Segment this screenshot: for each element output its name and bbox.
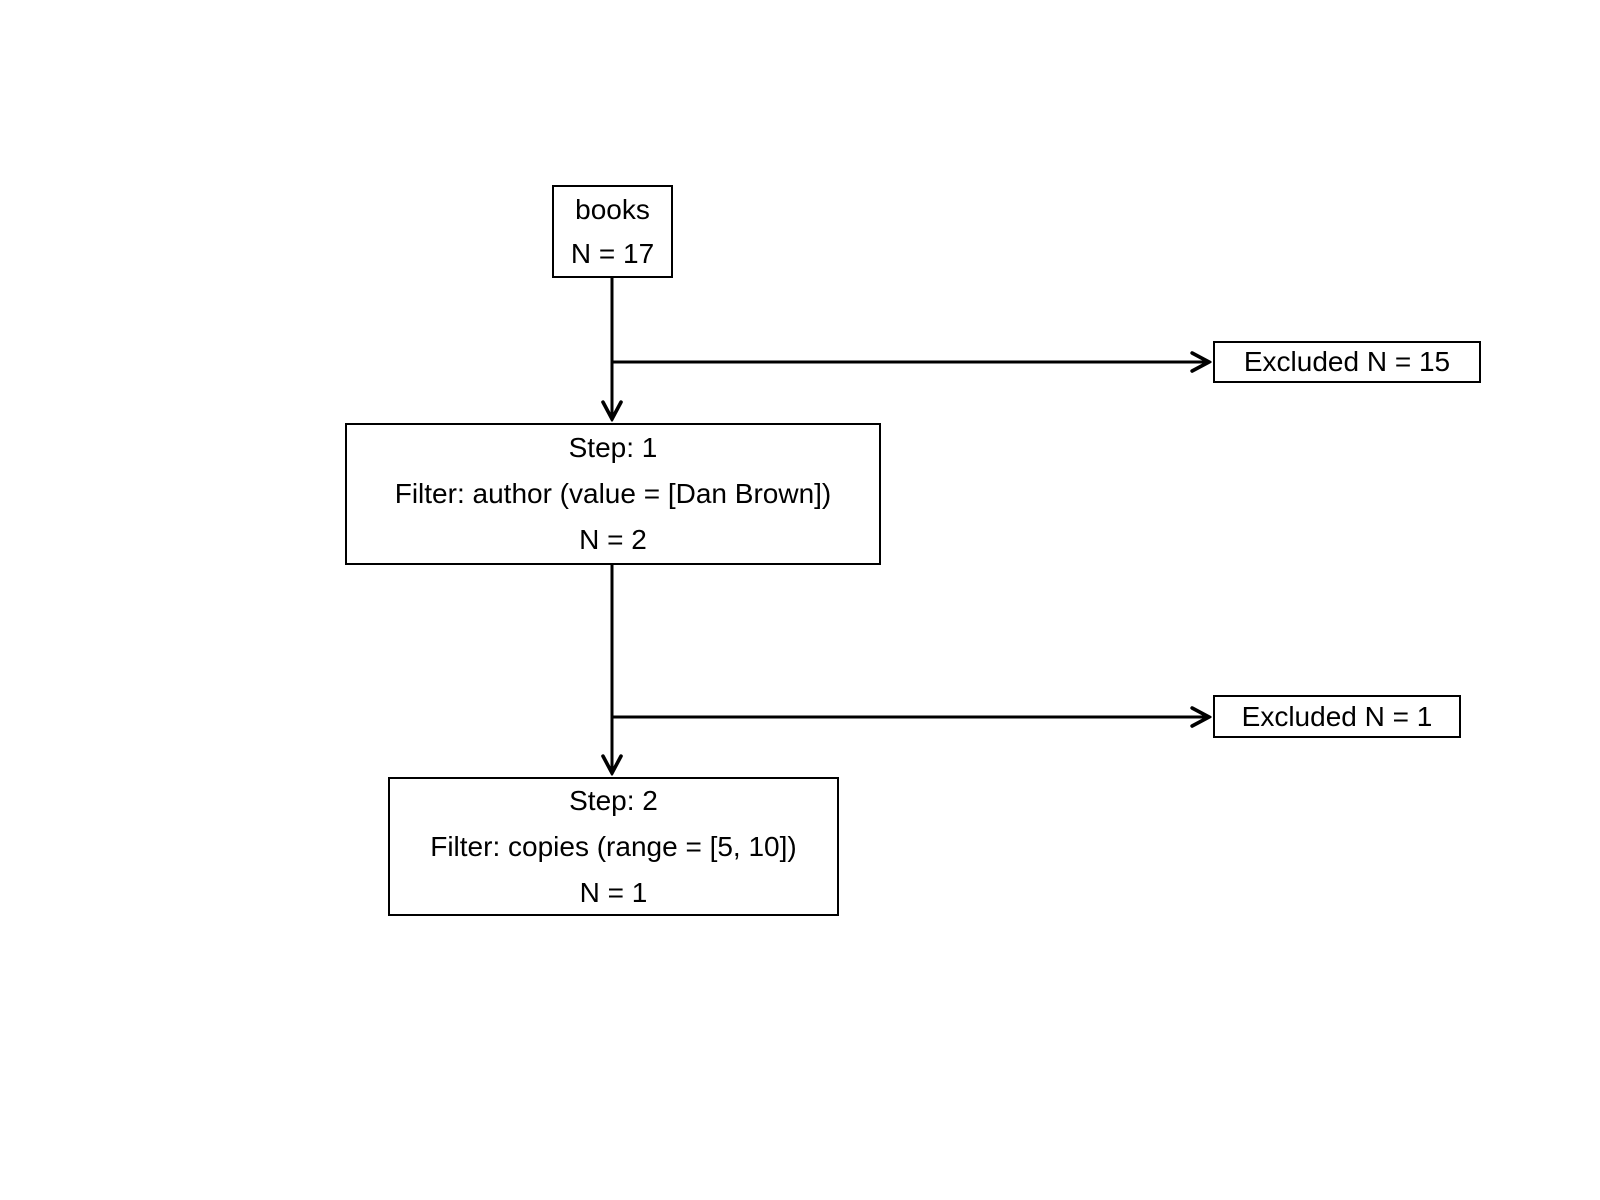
node-step2-count: N = 1: [579, 876, 648, 908]
node-step-2: Step: 2 Filter: copies (range = [5, 10])…: [388, 777, 839, 916]
node-step1-filter: Filter: author (value = [Dan Brown]): [394, 478, 832, 509]
node-excluded-2: Excluded N = 1: [1213, 695, 1461, 738]
node-step2-title: Step: 2: [569, 784, 658, 816]
node-excluded-1: Excluded N = 15: [1213, 341, 1481, 383]
node-step1-count: N = 2: [579, 524, 647, 555]
node-excluded2-label: Excluded N = 1: [1241, 700, 1433, 732]
node-books-title: books: [575, 193, 650, 225]
node-step2-filter: Filter: copies (range = [5, 10]): [430, 830, 797, 862]
node-step-1: Step: 1 Filter: author (value = [Dan Bro…: [345, 423, 881, 565]
node-step1-title: Step: 1: [568, 432, 658, 463]
node-books: books N = 17: [552, 185, 673, 278]
node-excluded1-label: Excluded N = 15: [1243, 346, 1451, 377]
node-books-count: N = 17: [570, 237, 655, 269]
